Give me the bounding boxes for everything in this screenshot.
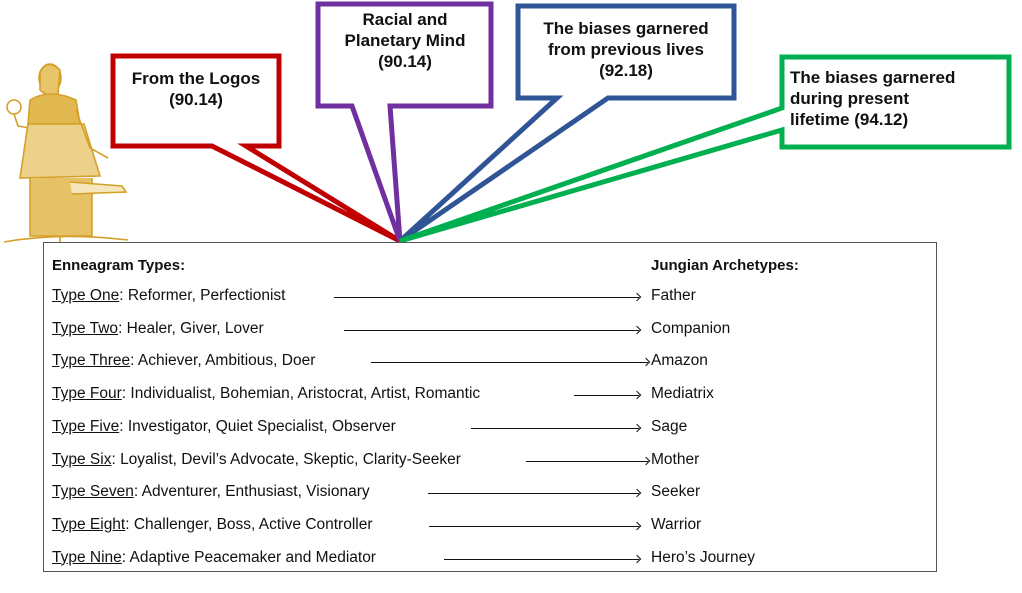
callout-present-line-1: The biases garnered bbox=[790, 68, 956, 87]
callout-racial-line-3: (90.14) bbox=[378, 52, 432, 71]
egyptian-figure-illustration bbox=[3, 63, 129, 247]
callout-present-line-3: lifetime (94.12) bbox=[790, 110, 909, 129]
callout-racial-line-2: Planetary Mind bbox=[344, 31, 466, 50]
callout-previous-frame bbox=[398, 3, 737, 244]
enneagram-type-row: Type Nine: Adaptive Peacemaker and Media… bbox=[52, 549, 376, 567]
type-traits: : Investigator, Quiet Specialist, Observ… bbox=[119, 417, 396, 435]
type-name: Type Three bbox=[52, 352, 131, 370]
type-name: Type Two bbox=[52, 319, 119, 337]
callout-racial-text: Racial and Planetary Mind (90.14) bbox=[320, 9, 490, 72]
type-traits: : Individualist, Bohemian, Aristocrat, A… bbox=[121, 385, 481, 403]
mapping-arrow bbox=[526, 460, 648, 462]
enneagram-types-header: Enneagram Types: bbox=[52, 257, 186, 274]
callout-logos-text: From the Logos (90.14) bbox=[116, 68, 276, 110]
callout-present-line-2: during present bbox=[790, 89, 910, 108]
type-traits: : Achiever, Ambitious, Doer bbox=[130, 352, 316, 370]
type-name: Type Eight bbox=[52, 515, 126, 533]
callout-racial-frame bbox=[315, 1, 494, 242]
type-name: Type Six bbox=[52, 450, 112, 468]
mapping-arrow bbox=[429, 525, 639, 527]
type-traits: : Healer, Giver, Lover bbox=[118, 319, 264, 337]
enneagram-type-row: Type Seven: Adventurer, Enthusiast, Visi… bbox=[52, 483, 370, 501]
enneagram-type-row: Type Two: Healer, Giver, Lover bbox=[52, 320, 264, 338]
jungian-archetype: Father bbox=[651, 287, 696, 304]
callout-logos-frame bbox=[110, 53, 402, 244]
jungian-archetype: Sage bbox=[651, 417, 688, 435]
enneagram-type-row: Type Four: Individualist, Bohemian, Aris… bbox=[52, 385, 480, 403]
type-name: Type Seven bbox=[52, 483, 134, 501]
mapping-arrow bbox=[371, 362, 648, 364]
enneagram-type-row: Type Eight: Challenger, Boss, Active Con… bbox=[52, 516, 373, 534]
enneagram-type-row: Type One: Reformer, Perfectionist bbox=[52, 287, 285, 305]
jungian-archetype: Warrior bbox=[651, 515, 702, 533]
type-traits: : Adaptive Peacemaker and Mediator bbox=[121, 548, 376, 566]
callout-previous-line-2: from previous lives bbox=[548, 40, 704, 59]
jungian-archetypes-header: Jungian Archetypes: bbox=[651, 257, 799, 274]
callout-present-text: The biases garnered during present lifet… bbox=[790, 67, 1005, 130]
callout-racial-line-1: Racial and bbox=[362, 10, 448, 29]
type-traits: : Adventurer, Enthusiast, Visionary bbox=[133, 483, 370, 501]
mapping-arrow bbox=[344, 329, 639, 331]
callout-logos-line-2: (90.14) bbox=[169, 90, 223, 109]
type-name: Type Five bbox=[52, 417, 120, 435]
mapping-arrow bbox=[334, 297, 639, 298]
jungian-archetype: Companion bbox=[651, 319, 731, 337]
mapping-arrow bbox=[471, 427, 639, 429]
enneagram-type-row: Type Three: Achiever, Ambitious, Doer bbox=[52, 352, 315, 370]
callout-logos-line-1: From the Logos bbox=[131, 69, 261, 88]
callout-previous-line-3: (92.18) bbox=[599, 61, 653, 80]
callout-previous-line-1: The biases garnered bbox=[543, 19, 709, 38]
mapping-arrow bbox=[428, 493, 639, 495]
type-traits: : Reformer, Perfectionist bbox=[119, 287, 286, 304]
type-traits: : Challenger, Boss, Active Controller bbox=[125, 515, 373, 533]
enneagram-type-row: Type Five: Investigator, Quiet Specialis… bbox=[52, 418, 396, 436]
type-name: Type One bbox=[52, 287, 120, 304]
callout-previous-text: The biases garnered from previous lives … bbox=[520, 18, 732, 81]
enneagram-type-row: Type Six: Loyalist, Devil’s Advocate, Sk… bbox=[52, 451, 461, 469]
type-name: Type Four bbox=[52, 385, 122, 403]
jungian-archetype: Mediatrix bbox=[651, 385, 714, 403]
jungian-archetype: Hero’s Journey bbox=[651, 548, 755, 566]
jungian-archetype: Mother bbox=[651, 450, 700, 468]
callout-present-frame bbox=[399, 54, 1012, 244]
jungian-archetype: Amazon bbox=[651, 352, 708, 370]
enneagram-archetype-table: Enneagram Types: Jungian Archetypes: Typ… bbox=[43, 242, 937, 572]
mapping-arrow bbox=[444, 558, 639, 560]
jungian-archetype: Seeker bbox=[651, 483, 701, 501]
type-name: Type Nine bbox=[52, 548, 122, 566]
type-traits: : Loyalist, Devil’s Advocate, Skeptic, C… bbox=[111, 450, 461, 468]
mapping-arrow bbox=[574, 395, 639, 397]
